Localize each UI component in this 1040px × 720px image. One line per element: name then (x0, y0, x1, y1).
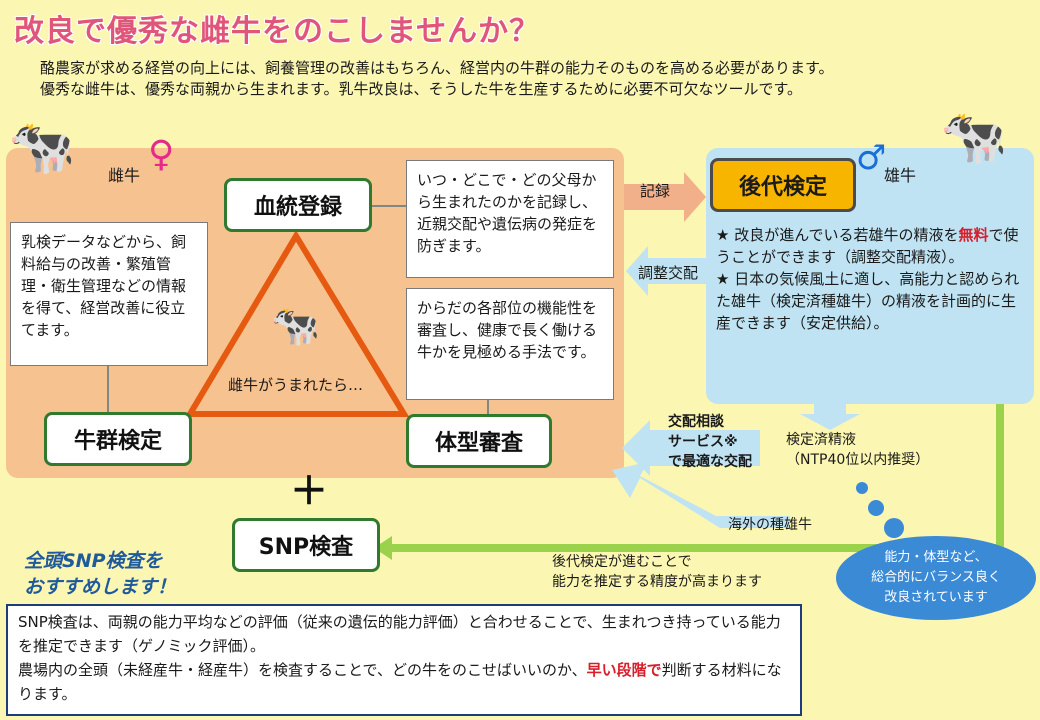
benefit-2: ★ 日本の気候風土に適し、高能力と認められた雄牛（検定済種雄牛）の精液を計画的に… (716, 270, 1020, 332)
thought-bubble-3 (884, 518, 904, 538)
snp-feedback-arrowhead (374, 536, 392, 560)
benefit-1: ★ 改良が進んでいる若雄牛の精液を無料で使うことができます（調整交配精液）。 (716, 226, 1019, 266)
calf-icon: 🐄 (270, 303, 320, 349)
thought-bubble-2 (868, 500, 884, 516)
conformation-note: からだの各部位の機能性を審査し、健康で長く働ける牛かを見極める手法です。 (406, 288, 614, 400)
conformation-box: 体型審査 (406, 414, 552, 468)
mating-arrow (626, 246, 706, 296)
male-label: 雄牛 (884, 166, 917, 185)
record-label: 記録 (640, 182, 671, 200)
consult-service-label: 交配相談 サービス※ で最適な交配 (668, 414, 752, 470)
thought-bubble-1 (856, 482, 868, 494)
male-symbol-icon: ♂ (856, 138, 887, 178)
male-cow-icon: 🐄 (940, 105, 1008, 168)
semen-down-arrow (800, 404, 860, 430)
progeny-effect-label: 後代検定が進むことで 能力を推定する精度が高まります (552, 554, 762, 590)
herd-test-note: 乳検データなどから、飼料給与の改善・繁殖管理・衛生管理などの情報を得て、経営改善… (10, 222, 208, 366)
female-label: 雌牛 (108, 166, 141, 185)
overseas-sire-arrow (612, 462, 790, 528)
proven-semen-label: 検定済精液 （NTP40位以内推奨） (786, 432, 930, 468)
record-arrow (624, 172, 706, 222)
female-symbol-icon: ♀ (148, 134, 175, 175)
intro-line-1: 酪農家が求める経営の向上には、飼養管理の改善はもちろん、経営内の牛群の能力そのも… (40, 59, 834, 77)
triangle (184, 230, 410, 417)
mating-label: 調整交配 (638, 264, 699, 282)
pedigree-registration-box: 血統登録 (224, 178, 372, 232)
intro-line-2: 優秀な雌牛は、優秀な両親から生まれます。乳牛改良は、そうした牛を生産するために必… (40, 80, 803, 98)
triangle-caption: 雌牛がうまれたら… (228, 376, 364, 394)
consult-arrow-upper (622, 420, 760, 476)
herd-test-box: 牛群検定 (44, 412, 192, 466)
snp-test-box: SNP検査 (232, 518, 380, 572)
page-title: 改良で優秀な雌牛をのこしませんか？ (14, 14, 541, 49)
female-cow-icon: 🐄 (8, 115, 76, 178)
intro-text: 酪農家が求める経営の向上には、飼養管理の改善はもちろん、経営内の牛群の能力そのも… (40, 58, 1030, 100)
balance-cloud: 能力・体型など、 総合的にバランス良く 改良されています (836, 536, 1036, 620)
snp-description: SNP検査は、両親の能力平均などの評価（従来の遺伝的能力評価）と合わせることで、… (6, 604, 802, 716)
snp-recommendation: 全頭SNP検査を おすすめします！ (24, 550, 177, 598)
plus-sign: ＋ (290, 469, 328, 513)
pedigree-note: いつ・どこで・どの父母から生まれたのかを記録し、近親交配や遺伝病の発症を防ぎます… (406, 160, 614, 278)
progeny-test-box: 後代検定 (710, 158, 856, 212)
progeny-benefits: ★ 改良が進んでいる若雄牛の精液を無料で使うことができます（調整交配精液）。 ★… (716, 224, 1030, 334)
overseas-sire-label: 海外の種雄牛 (728, 517, 812, 533)
